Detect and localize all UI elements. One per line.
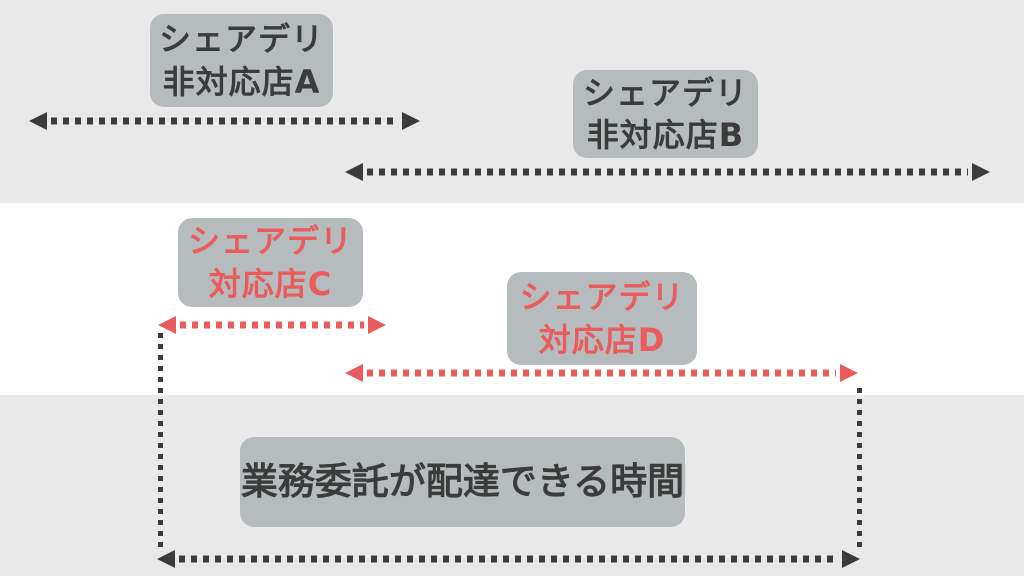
label-delivery-window-text: 業務委託が配達できる時間 <box>240 459 685 503</box>
label-shop-a-line2: 非対応店A <box>162 62 321 101</box>
label-shop-b: シェアデリ 非対応店B <box>573 70 758 158</box>
delivery-window-arrow <box>157 550 860 568</box>
label-shop-d-line1: シェアデリ <box>519 278 685 317</box>
label-shop-b-line1: シェアデリ <box>582 73 748 112</box>
label-shop-c-line2: 対応店C <box>208 264 333 303</box>
label-shop-c-line1: シェアデリ <box>187 222 353 261</box>
label-delivery-window: 業務委託が配達できる時間 <box>240 437 685 527</box>
shop-b-hours-arrow <box>345 163 990 181</box>
shop-c-hours-arrow <box>158 316 386 334</box>
label-shop-d: シェアデリ 対応店D <box>507 272 697 365</box>
label-shop-a: シェアデリ 非対応店A <box>150 14 333 107</box>
guide-line-left <box>158 333 163 548</box>
label-shop-a-line1: シェアデリ <box>158 20 324 59</box>
label-shop-b-line2: 非対応店B <box>586 116 745 154</box>
guide-line-right <box>857 388 862 548</box>
shop-a-hours-arrow <box>29 112 420 130</box>
shop-d-hours-arrow <box>345 364 858 382</box>
label-shop-d-line2: 対応店D <box>538 320 666 359</box>
label-shop-c: シェアデリ 対応店C <box>178 218 363 307</box>
